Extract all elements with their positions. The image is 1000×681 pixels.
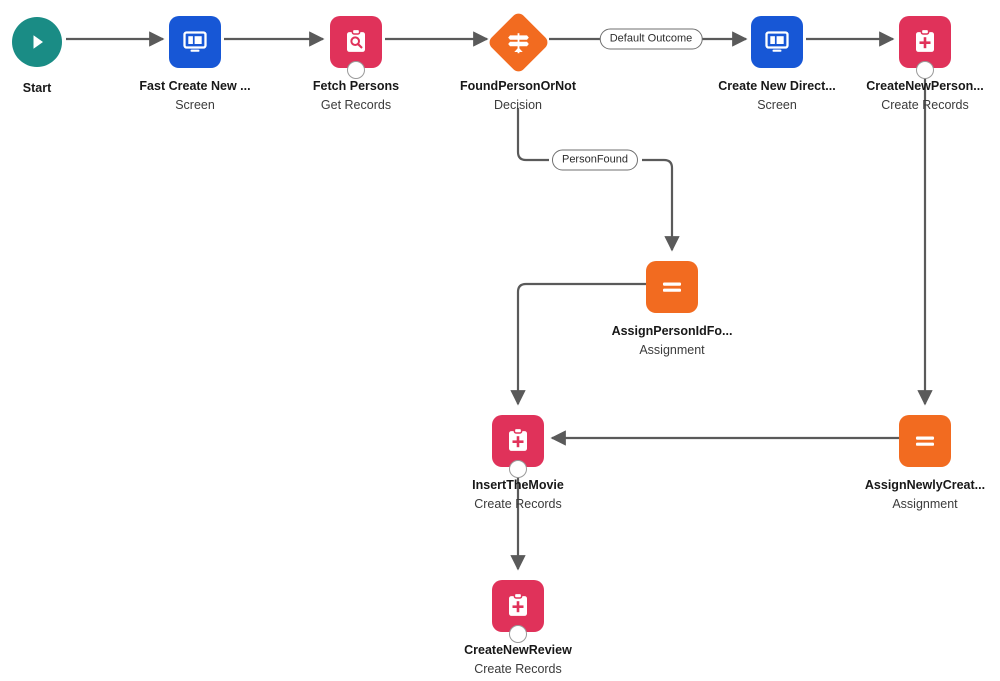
node-type: Create Records: [474, 497, 562, 511]
flow-node-assign-newly-created[interactable]: AssignNewlyCreat... Assignment: [845, 413, 1000, 513]
node-type: Screen: [757, 98, 797, 112]
flow-node-fast-create-new[interactable]: Fast Create New ... Screen: [115, 14, 275, 114]
node-shape-wrap: [438, 413, 598, 478]
node-title: Fetch Persons: [312, 79, 400, 93]
node-connector-badge[interactable]: [347, 61, 365, 79]
node-title: InsertTheMovie: [472, 478, 564, 492]
node-type: Assignment: [892, 497, 958, 511]
node-connector-badge[interactable]: [509, 460, 527, 478]
flow-node-start[interactable]: Start: [0, 14, 117, 99]
flow-node-fetch-persons[interactable]: Fetch Persons Get Records: [276, 14, 436, 114]
node-type: Screen: [175, 98, 215, 112]
clipboard-plus-icon: [916, 28, 934, 52]
node-type: Assignment: [639, 343, 705, 357]
start-shape[interactable]: [12, 17, 62, 67]
screen-shape[interactable]: [751, 16, 803, 68]
flow-node-found-person-or-not[interactable]: FoundPersonOrNot Decision: [438, 10, 598, 114]
assignment-shape[interactable]: [899, 415, 951, 467]
node-title: AssignPersonIdFo...: [611, 324, 733, 338]
node-shape-wrap: [592, 259, 752, 315]
assignment-shape[interactable]: [646, 261, 698, 313]
node-shape-wrap: [115, 14, 275, 70]
get-records-shape[interactable]: [330, 16, 382, 68]
signpost-icon: [507, 32, 529, 52]
screen-monitor-icon: [183, 31, 207, 52]
clipboard-plus-icon: [509, 592, 527, 616]
node-shape-wrap: [438, 578, 598, 643]
node-connector-badge[interactable]: [509, 625, 527, 643]
node-title: Create New Direct...: [718, 79, 836, 93]
connector-label-person-found[interactable]: PersonFound: [551, 149, 639, 171]
flow-node-create-new-review[interactable]: CreateNewReview Create Records: [438, 578, 598, 678]
node-shape-wrap: [0, 14, 117, 70]
node-title: Start: [22, 81, 52, 95]
flow-node-assign-person-id[interactable]: AssignPersonIdFo... Assignment: [592, 259, 752, 359]
decision-shape[interactable]: [486, 10, 550, 74]
node-shape-wrap: [697, 14, 857, 70]
screen-shape[interactable]: [169, 16, 221, 68]
screen-monitor-icon: [765, 31, 789, 52]
equals-icon: [916, 436, 934, 446]
node-type: Decision: [494, 98, 542, 112]
node-shape-wrap: [845, 14, 1000, 79]
create-records-shape[interactable]: [899, 16, 951, 68]
edge-decision-to-personfound: [516, 108, 549, 162]
flow-node-create-new-person[interactable]: CreateNewPerson... Create Records: [845, 14, 1000, 114]
create-records-shape[interactable]: [492, 580, 544, 632]
play-icon: [33, 35, 43, 49]
node-title: AssignNewlyCreat...: [864, 478, 986, 492]
equals-icon: [663, 282, 681, 292]
clipboard-search-icon: [347, 28, 365, 52]
node-shape-wrap: [845, 413, 1000, 469]
node-shape-wrap: [438, 10, 598, 74]
node-connector-badge[interactable]: [916, 61, 934, 79]
clipboard-plus-icon: [509, 427, 527, 451]
flow-node-insert-the-movie[interactable]: InsertTheMovie Create Records: [438, 413, 598, 513]
flow-node-create-new-direct[interactable]: Create New Direct... Screen: [697, 14, 857, 114]
node-shape-wrap: [276, 14, 436, 79]
node-title: CreateNewReview: [464, 643, 572, 657]
node-type: Get Records: [320, 98, 392, 112]
connector-label-default-outcome[interactable]: Default Outcome: [599, 28, 703, 50]
node-title: FoundPersonOrNot: [460, 79, 576, 93]
node-type: Create Records: [474, 662, 562, 676]
node-title: Fast Create New ...: [139, 79, 251, 93]
node-type: Create Records: [881, 98, 969, 112]
create-records-shape[interactable]: [492, 415, 544, 467]
node-title: CreateNewPerson...: [866, 79, 984, 93]
edge-personfound-to-assignpersonid: [642, 158, 680, 252]
